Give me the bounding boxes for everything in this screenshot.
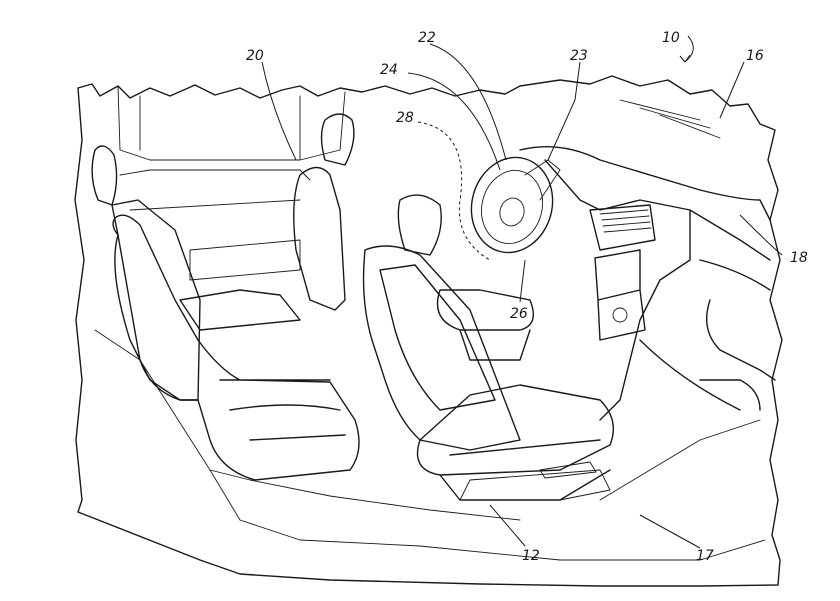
ref-28: 28 — [396, 110, 414, 126]
door-panel-right — [639, 259, 776, 411]
ref-20: 20 — [246, 48, 264, 64]
ref-23: 23 — [570, 48, 588, 64]
driver-seat — [436, 289, 534, 361]
hidden-line-28 — [417, 121, 491, 261]
rear-cabin-wall — [117, 85, 346, 281]
ref-26: 26 — [510, 306, 528, 322]
rear-seat-right-back — [293, 113, 355, 311]
ref-10: 10 — [662, 30, 680, 46]
leader-22 — [429, 43, 507, 161]
front-seat-headrest — [397, 194, 442, 256]
rear-seat-left-cushion — [112, 214, 360, 481]
center-vents — [599, 209, 652, 233]
floor-panel-inner — [209, 419, 761, 521]
steering-wheel-inner — [481, 169, 543, 245]
ref-24: 24 — [380, 62, 398, 78]
windshield-hatching — [619, 99, 721, 139]
ref-22: 22 — [418, 30, 436, 46]
center-knob — [612, 307, 628, 323]
leader-18 — [739, 214, 783, 256]
leader-12 — [489, 504, 526, 547]
leader-10-arrow — [679, 54, 691, 63]
leader-26 — [519, 259, 526, 303]
dashboard — [519, 146, 771, 421]
leader-24 — [407, 72, 501, 171]
front-seat-base — [459, 461, 611, 501]
leader-10 — [684, 35, 694, 63]
ref-12: 12 — [522, 548, 540, 564]
leader-17 — [639, 514, 701, 549]
ref-18: 18 — [790, 250, 808, 266]
leader-16 — [719, 61, 745, 119]
front-seat-cushion — [416, 384, 614, 501]
ref-17: 17 — [696, 548, 714, 564]
outer-cutaway-outline — [74, 75, 783, 587]
steering-column — [524, 159, 561, 201]
center-stack — [589, 204, 656, 341]
rear-seat-left-back — [91, 145, 201, 401]
ref-16: 16 — [746, 48, 764, 64]
leader-20 — [261, 61, 297, 161]
front-seat-back — [362, 245, 521, 451]
steering-wheel-hub — [499, 197, 525, 227]
floor-panel — [94, 329, 766, 561]
steering-wheel — [470, 156, 554, 254]
leader-23 — [547, 61, 581, 161]
